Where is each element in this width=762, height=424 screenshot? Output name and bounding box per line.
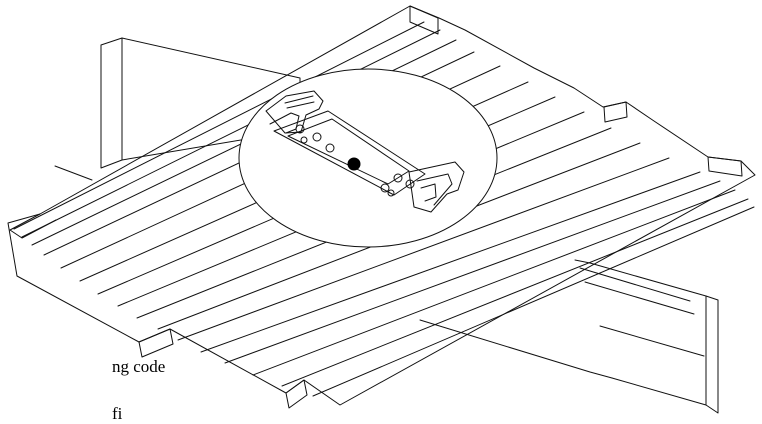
hole-8 (387, 189, 395, 197)
rib-line-15 (281, 198, 749, 387)
top-profile-edge (409, 5, 439, 35)
roof-deck-outline (7, 5, 756, 406)
z-purlin-flange (705, 295, 719, 414)
left-profile-edge (9, 213, 57, 239)
right-clip-bracket (408, 161, 465, 213)
left-wire (54, 165, 93, 181)
right-clip-bracket-details (416, 173, 453, 206)
base-plate (273, 110, 426, 196)
hole-5 (393, 173, 403, 183)
rib-line-11 (177, 157, 670, 341)
hole-6 (405, 179, 415, 189)
hole-4 (380, 183, 390, 193)
partial-label-line-1: ng code (112, 357, 166, 376)
z-purlin-lower-edge (419, 259, 613, 379)
hole-1 (295, 124, 305, 134)
rib-line-14 (252, 189, 736, 376)
magnified-detail-circle (238, 68, 498, 248)
rib-line-16 (312, 206, 755, 397)
lower-profile-edge (285, 379, 308, 409)
rib-line-13 (224, 180, 721, 364)
right-profile-edge (707, 156, 743, 177)
left-clip-bracket (265, 90, 324, 134)
z-purlin-panel-lines (579, 267, 705, 357)
rib-line-2 (21, 29, 441, 238)
hole-3 (325, 143, 335, 153)
lower-left-profile-edge (138, 328, 174, 358)
back-panel-side (100, 37, 123, 169)
rib-line-12 (200, 171, 701, 353)
middle-profile-edge (603, 101, 628, 123)
hole-2 (312, 132, 322, 142)
hole-7 (300, 136, 308, 144)
partial-label-line-2: fi (112, 404, 123, 423)
rib-line-1 (13, 21, 425, 230)
left-clip-bracket-details (269, 95, 315, 134)
z-purlin-web (589, 262, 707, 406)
center-bolt-hole (347, 157, 361, 171)
